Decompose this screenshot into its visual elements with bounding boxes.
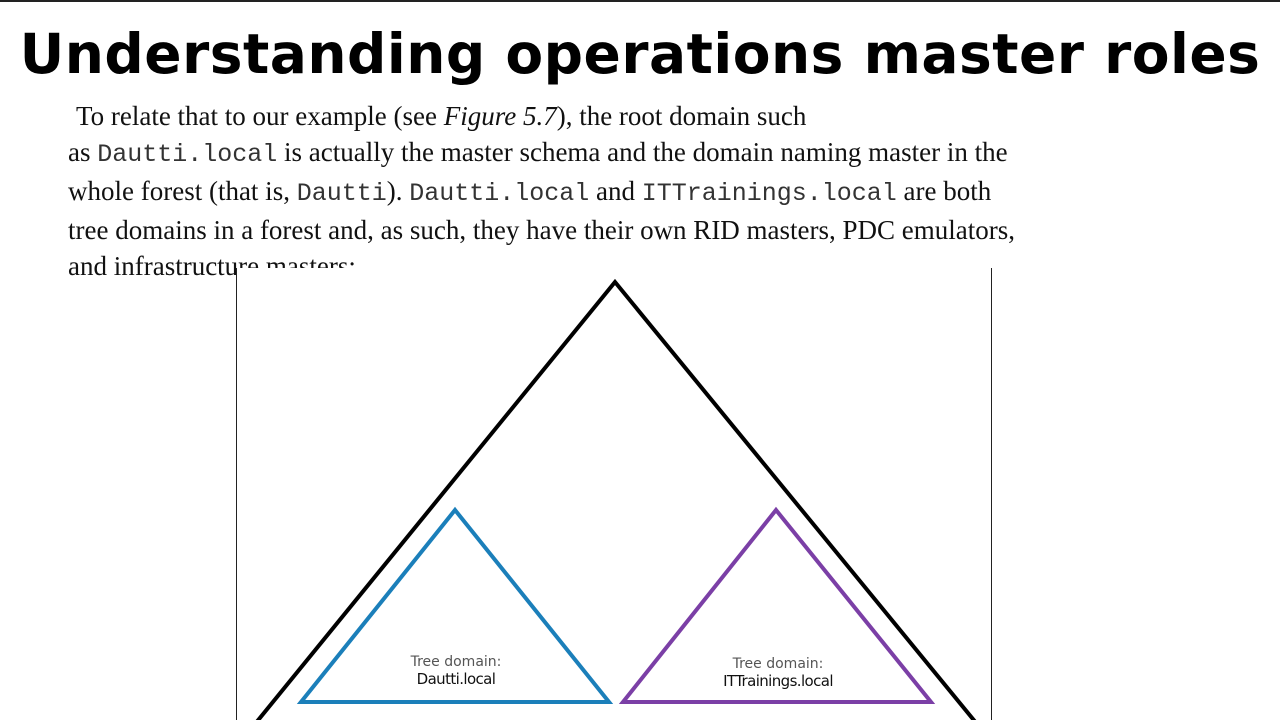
paragraph-line-2: as Dautti.local is actually the master s… bbox=[68, 134, 1188, 173]
tree-caption: Tree domain: bbox=[410, 654, 502, 670]
paragraph-line-1: To relate that to our example (see Figur… bbox=[68, 98, 1188, 134]
forest-triangle bbox=[255, 278, 977, 720]
text-run: ), the root domain such bbox=[556, 101, 807, 131]
text-run: whole forest (that is, bbox=[68, 176, 297, 206]
code-domain-name: Dautti.local bbox=[97, 140, 278, 169]
slide-title: Understanding operations master roles bbox=[19, 22, 1261, 86]
text-run: as bbox=[68, 137, 98, 167]
tree-domain-name: Dautti.local bbox=[416, 670, 496, 688]
text-run: ). bbox=[386, 176, 410, 206]
forest-diagram: Tree domain: Dautti.local Tree domain: I… bbox=[236, 268, 992, 720]
tree-domain-name: ITTrainings.local bbox=[723, 672, 833, 690]
text-run: is actually the master schema and the do… bbox=[277, 137, 1008, 167]
right-tree-label: Tree domain: ITTrainings.local bbox=[693, 656, 863, 690]
top-divider bbox=[0, 0, 1280, 2]
tree-caption: Tree domain: bbox=[732, 656, 824, 672]
code-domain-name: ITTrainings.local bbox=[641, 179, 897, 208]
paragraph-line-4: tree domains in a forest and, as such, t… bbox=[68, 215, 1016, 245]
left-tree-triangle bbox=[296, 506, 614, 704]
body-paragraph: To relate that to our example (see Figur… bbox=[68, 98, 1188, 284]
text-run: To relate that to our example (see bbox=[76, 101, 444, 131]
code-domain-name: Dautti bbox=[296, 179, 387, 208]
forest-diagram-svg bbox=[255, 278, 977, 720]
code-domain-name: Dautti.local bbox=[409, 179, 590, 208]
text-run: are both bbox=[896, 176, 992, 206]
figure-reference: Figure 5.7 bbox=[443, 101, 557, 131]
left-tree-label: Tree domain: Dautti.local bbox=[381, 654, 531, 688]
paragraph-line-3: whole forest (that is, Dautti). Dautti.l… bbox=[68, 173, 1188, 212]
text-run: and bbox=[589, 176, 642, 206]
right-tree-triangle bbox=[618, 506, 936, 704]
